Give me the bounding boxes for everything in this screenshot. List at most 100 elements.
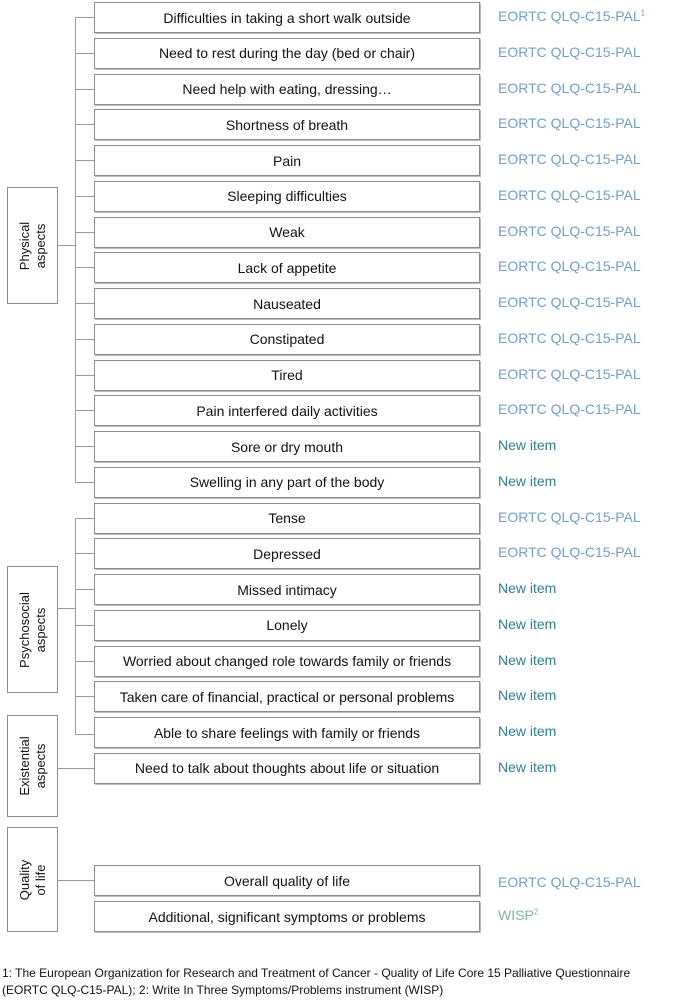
source-text: EORTC QLQ-C15-PAL: [498, 115, 641, 132]
category-label: Existential aspects: [16, 736, 48, 796]
source-label: EORTC QLQ-C15-PAL: [498, 544, 641, 560]
source-text: WISP: [498, 907, 534, 923]
source-text: New item: [498, 615, 557, 632]
item-label: Constipated: [249, 331, 325, 348]
source-label: New item: [498, 687, 556, 703]
branch: [75, 52, 94, 54]
item-box: Constipated: [94, 323, 480, 355]
branch: [75, 267, 94, 269]
item-label: Additional, significant symptoms or prob…: [148, 908, 426, 925]
source-label: EORTC QLQ-C15-PAL: [498, 258, 641, 274]
source-text: EORTC QLQ-C15-PAL: [498, 222, 641, 239]
footnote-marker: 1: [640, 8, 646, 18]
branch: [75, 410, 94, 412]
item-label: Tense: [268, 510, 306, 526]
item-box: Sore or dry mouth: [94, 431, 480, 462]
source-label: New item: [498, 759, 556, 775]
item-label: Worried about changed role towards famil…: [122, 653, 452, 669]
item-label: Need to talk about thoughts about life o…: [134, 760, 440, 777]
physical-join: [57, 245, 76, 246]
source-label: EORTC QLQ-C15-PAL: [498, 294, 641, 310]
source-text: New item: [498, 651, 557, 668]
category-label: Quality of life: [16, 859, 48, 900]
source-text: EORTC QLQ-C15-PAL: [498, 544, 641, 561]
branch: [75, 374, 94, 376]
branch: [75, 696, 94, 698]
branch: [75, 231, 94, 233]
category-physical: Physical aspects: [7, 187, 58, 304]
branch: [75, 624, 94, 626]
item-box: Overall quality of life: [94, 865, 480, 896]
item-label: Lack of appetite: [237, 259, 337, 276]
item-label: Lonely: [266, 617, 308, 634]
item-label: Swelling in any part of the body: [189, 474, 385, 491]
category-label: Physical aspects: [16, 221, 48, 270]
physical-spine: [75, 17, 76, 482]
item-label: Missed intimacy: [237, 581, 337, 598]
source-label: EORTC QLQ-C15-PAL: [498, 44, 641, 60]
item-box: Shortness of breath: [94, 109, 480, 141]
item-box: Tired: [94, 359, 480, 391]
source-text: New item: [498, 580, 557, 596]
branch: [75, 589, 94, 590]
source-label: EORTC QLQ-C15-PAL1: [498, 8, 645, 24]
source-text: EORTC QLQ-C15-PAL: [498, 874, 641, 890]
item-label: Pain interfered daily activities: [196, 402, 378, 419]
item-box: Need to rest during the day (bed or chai…: [94, 37, 480, 69]
source-text: EORTC QLQ-C15-PAL: [498, 258, 641, 275]
branch: [75, 734, 94, 735]
branch: [75, 88, 94, 90]
item-label: Overall quality of life: [223, 872, 351, 889]
source-text: New item: [498, 758, 557, 775]
item-box: Able to share feelings with family or fr…: [94, 717, 480, 748]
source-text: New item: [498, 687, 557, 704]
footnote-line-2: (EORTC QLQ-C15-PAL); 2: Write In Three S…: [2, 983, 444, 997]
footnote-line-1: 1: The European Organization for Researc…: [2, 966, 631, 980]
branch: [75, 481, 94, 483]
branch: [75, 124, 94, 126]
item-box: Weak: [94, 216, 480, 248]
item-label: Difficulties in taking a short walk outs…: [163, 9, 411, 26]
category-quality: Quality of life: [7, 827, 58, 932]
item-box: Pain interfered daily activities: [94, 395, 480, 427]
item-label: Need help with eating, dressing…: [182, 81, 392, 97]
footnote-marker: 2: [533, 907, 539, 917]
item-box: Need to talk about thoughts about life o…: [94, 752, 480, 784]
item-label: Nauseated: [253, 295, 321, 312]
source-label: EORTC QLQ-C15-PAL: [498, 401, 641, 417]
branch: [75, 517, 94, 519]
source-text: EORTC QLQ-C15-PAL: [498, 329, 641, 346]
item-label: Tired: [271, 367, 303, 383]
source-label: WISP2: [498, 907, 538, 923]
source-text: EORTC QLQ-C15-PAL: [498, 151, 641, 167]
item-box: Taken care of financial, practical or pe…: [94, 681, 480, 713]
item-box: Additional, significant symptoms or prob…: [94, 901, 480, 932]
item-label: Need to rest during the day (bed or chai…: [158, 45, 416, 62]
source-text: EORTC QLQ-C15-PAL: [498, 401, 641, 418]
item-label: Weak: [269, 224, 305, 240]
source-label: EORTC QLQ-C15-PAL: [498, 187, 641, 203]
branch: [75, 17, 94, 18]
psychosocial-join: [57, 608, 76, 609]
item-box: Depressed: [94, 538, 480, 570]
source-label: EORTC QLQ-C15-PAL: [498, 509, 641, 525]
source-label: EORTC QLQ-C15-PAL: [498, 366, 641, 382]
item-box: Missed intimacy: [94, 574, 480, 605]
source-label: EORTC QLQ-C15-PAL: [498, 330, 641, 346]
source-label: New item: [498, 437, 556, 453]
source-label: New item: [498, 723, 556, 739]
source-label: New item: [498, 616, 556, 632]
source-text: New item: [498, 437, 557, 453]
item-label: Able to share feelings with family or fr…: [153, 724, 421, 741]
item-label: Sleeping difficulties: [227, 188, 347, 205]
existential-join: [57, 767, 94, 769]
item-box: Pain: [94, 145, 480, 176]
source-label: EORTC QLQ-C15-PAL: [498, 874, 641, 890]
item-box: Nauseated: [94, 288, 480, 319]
source-label: EORTC QLQ-C15-PAL: [498, 223, 641, 239]
item-box: Lonely: [94, 609, 480, 641]
branch: [75, 553, 94, 555]
item-label: Sore or dry mouth: [230, 438, 344, 455]
item-label: Depressed: [253, 545, 321, 562]
